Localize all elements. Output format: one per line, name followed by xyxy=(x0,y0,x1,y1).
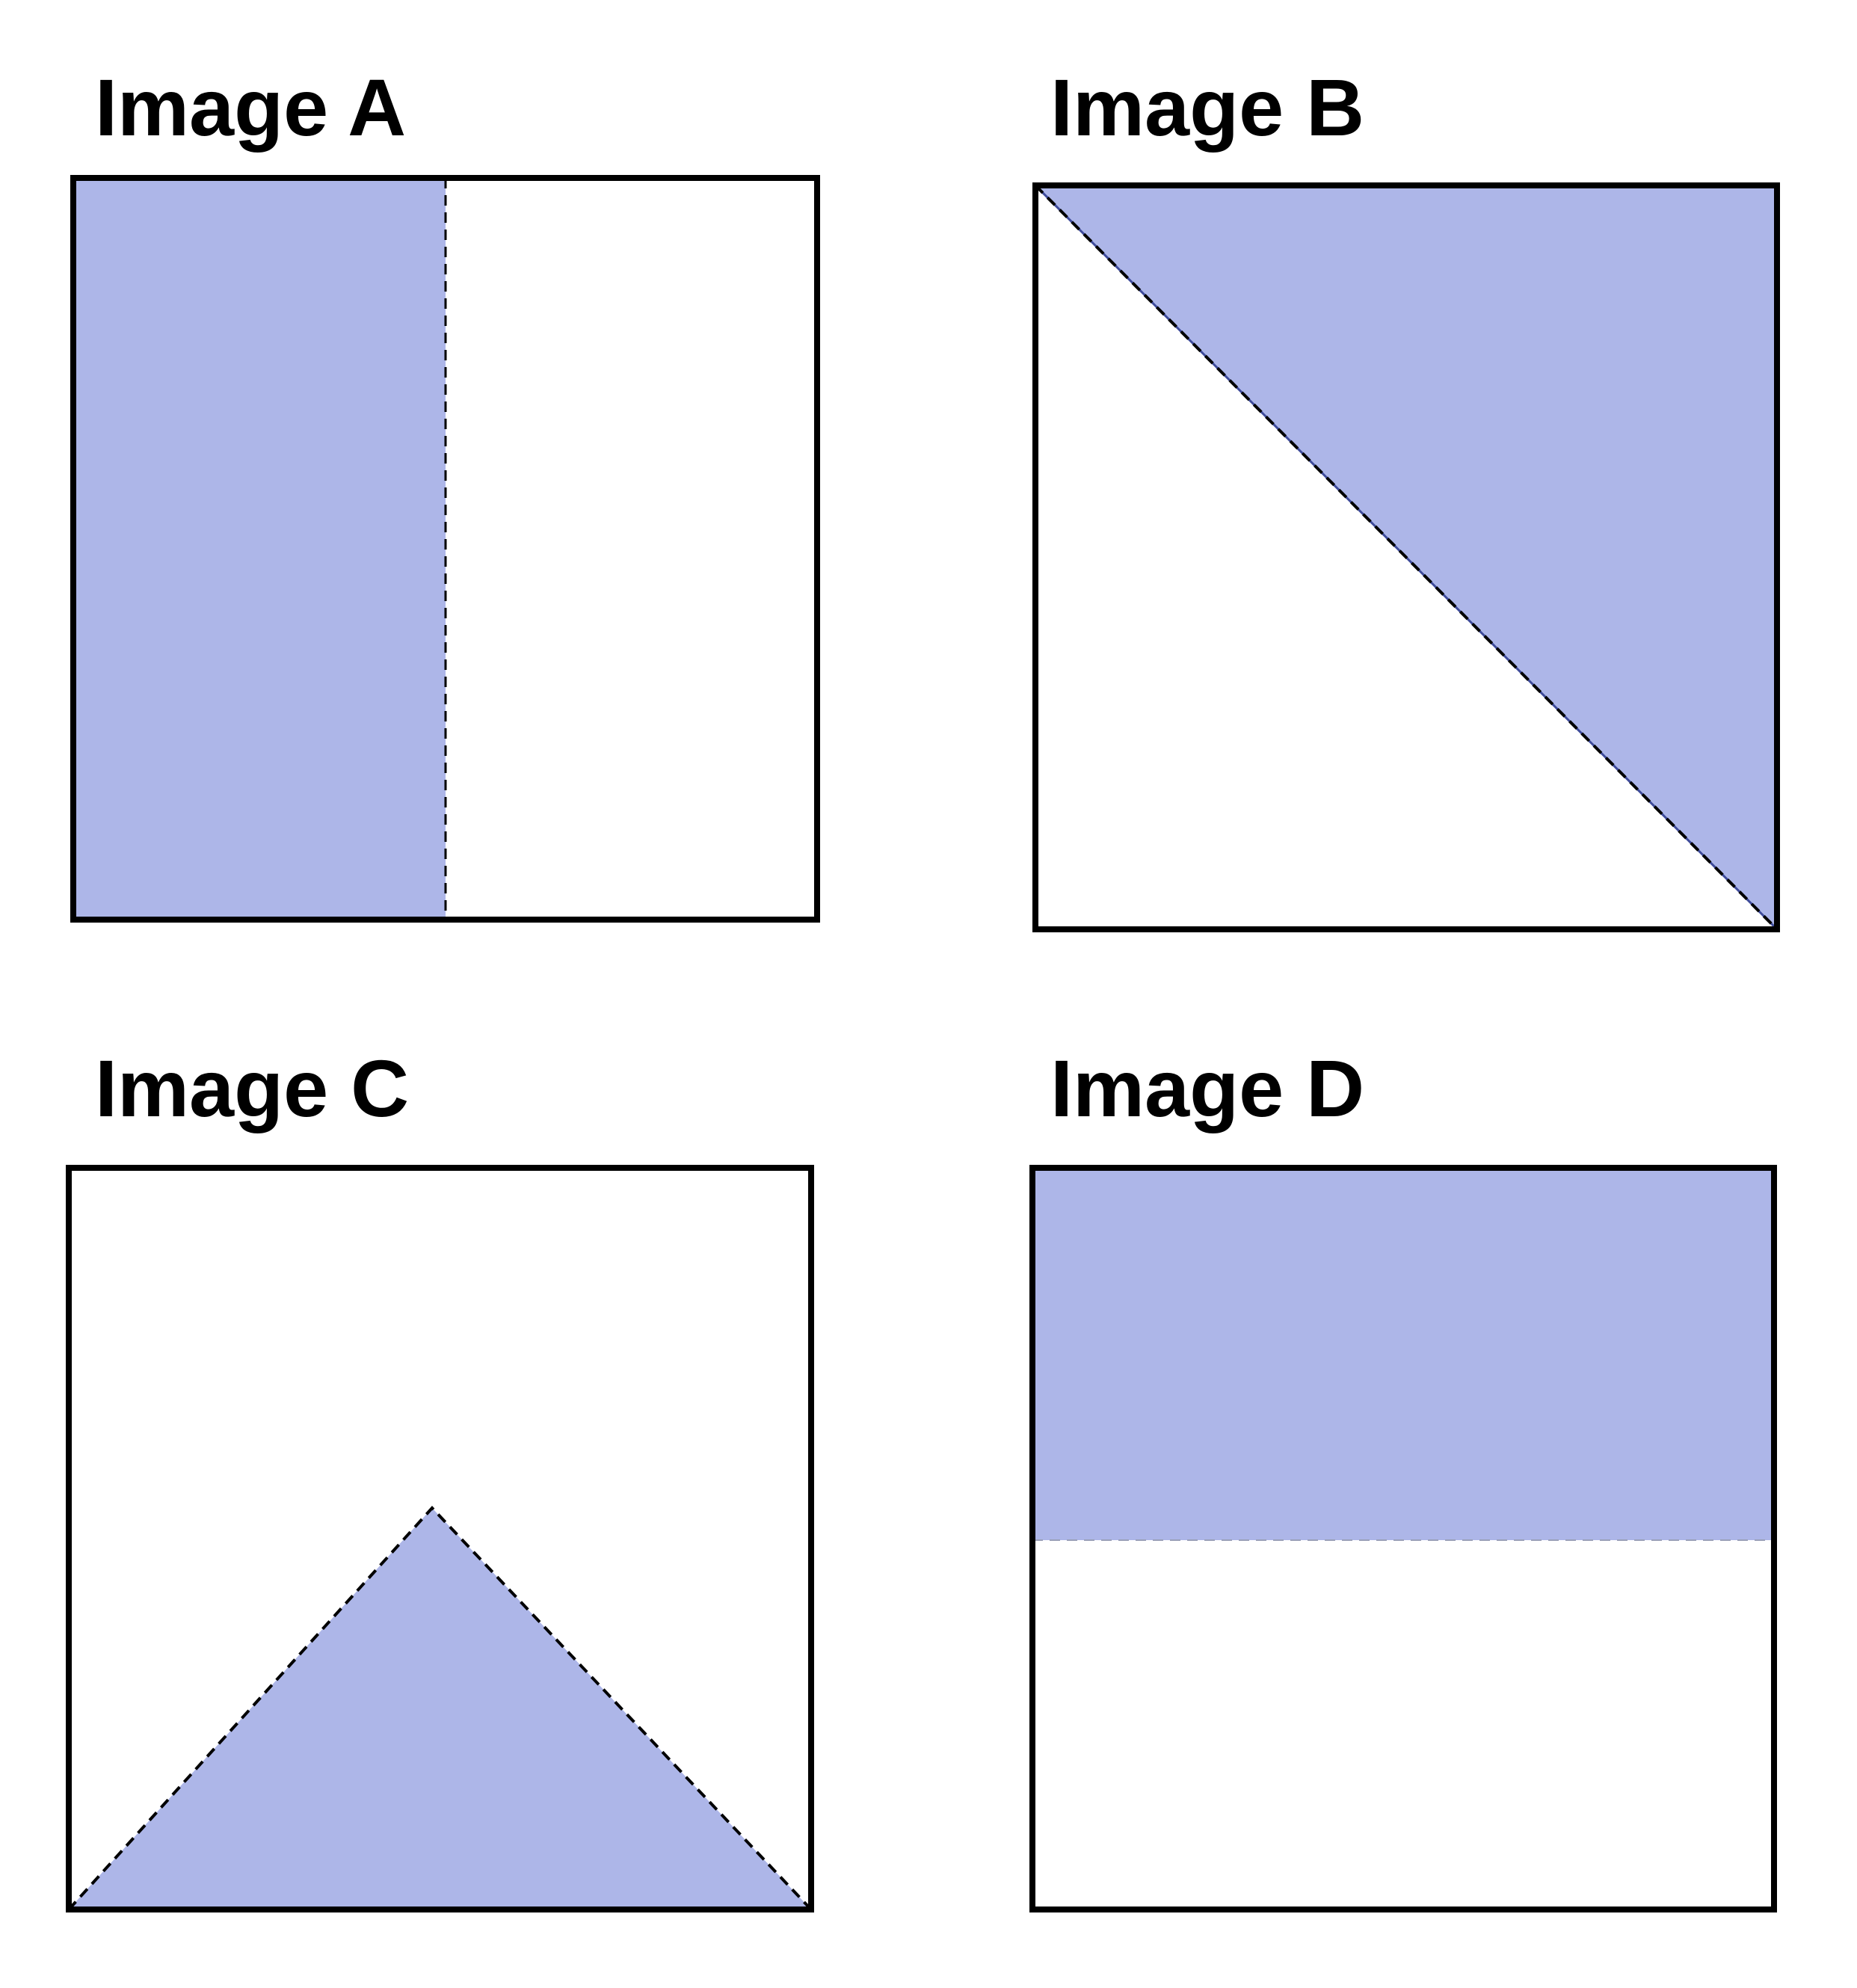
panel-b xyxy=(1032,182,1780,932)
panel-c-shaded-triangle xyxy=(69,1508,811,1909)
panel-b-frame xyxy=(1032,182,1780,932)
panel-b-dashed-diagonal xyxy=(1034,184,1779,931)
panel-c-frame xyxy=(66,1165,814,1912)
panel-a-shaded-region xyxy=(73,178,446,920)
panel-b-title: Image B xyxy=(1050,62,1365,153)
panel-c-title: Image C xyxy=(95,1043,410,1133)
panel-a-frame xyxy=(70,175,820,923)
panel-c xyxy=(66,1165,814,1912)
panel-d-shaded-region xyxy=(1032,1168,1774,1540)
panel-d-title: Image D xyxy=(1050,1043,1365,1133)
panel-c-dashed-edges xyxy=(67,1506,813,1911)
panel-a xyxy=(70,175,820,923)
panel-a-title: Image A xyxy=(95,62,407,153)
panel-d xyxy=(1029,1165,1777,1912)
panel-d-frame xyxy=(1029,1165,1777,1912)
